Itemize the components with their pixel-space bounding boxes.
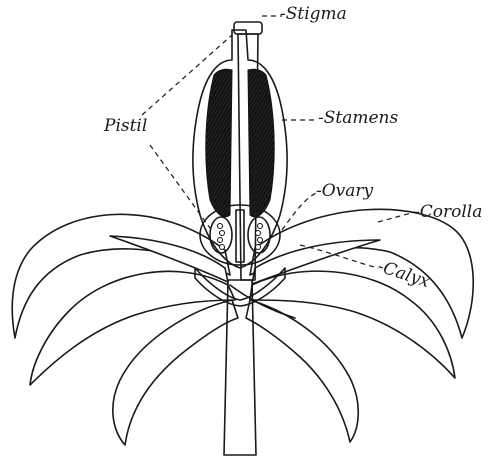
petal-left-bottom [113, 300, 238, 445]
corolla-petals [12, 209, 473, 445]
label-stigma: -Stigma [280, 6, 347, 23]
label-pistil: Pistil [104, 118, 147, 135]
petal-right-bottom [246, 300, 358, 442]
label-stamens: -Stamens [318, 110, 398, 127]
label-ovary: -Ovary [316, 183, 373, 200]
label-corolla: -Corolla [414, 204, 482, 221]
